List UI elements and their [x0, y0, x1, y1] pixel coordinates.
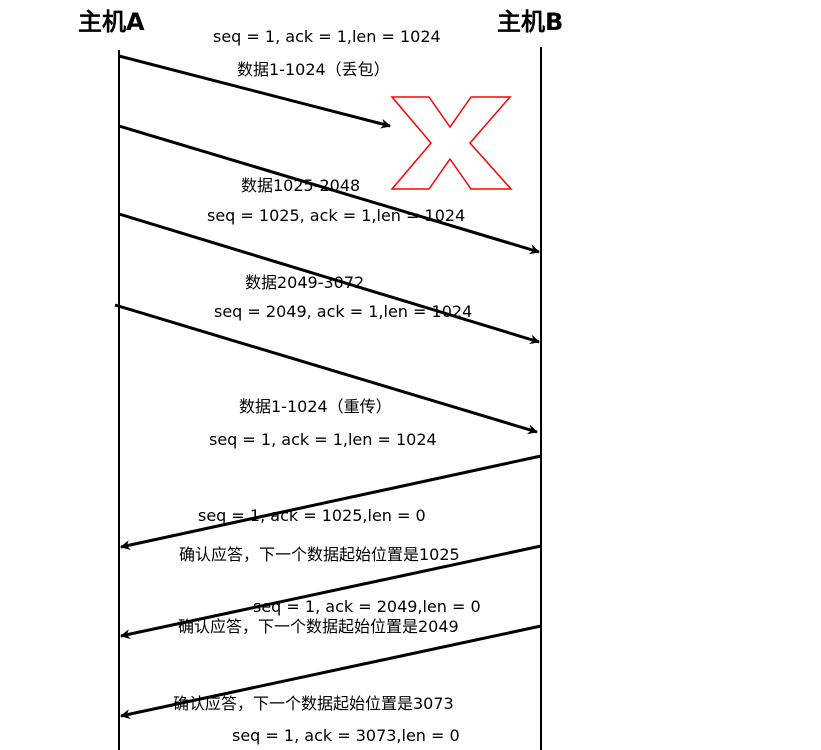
ack-1-arrow [120, 454, 542, 550]
message-3-seq-label: seq = 2049, ack = 1,len = 1024 [214, 302, 472, 321]
ack-3-seq-label: seq = 1, ack = 3073,len = 0 [232, 726, 460, 745]
host-a-title: 主机A [78, 8, 145, 36]
message-3-desc: 数据2049-3072 [245, 273, 364, 292]
message-1-arrow-lost [118, 54, 391, 129]
message-2-desc: 数据1025-2048 [241, 176, 360, 195]
ack-2-seq-label: seq = 1, ack = 2049,len = 0 [253, 597, 481, 616]
message-1-seq-label: seq = 1, ack = 1,len = 1024 [213, 27, 441, 46]
host-b-title: 主机B [497, 8, 563, 36]
red-x-mark-icon [390, 96, 513, 190]
ack-2-arrow [120, 544, 542, 640]
message-2-arrow [118, 124, 540, 255]
message-4-desc: 数据1-1024（重传） [239, 397, 392, 416]
message-1-desc: 数据1-1024（丢包） [237, 60, 390, 79]
ack-2-desc: 确认应答，下一个数据起始位置是2049 [178, 617, 459, 636]
message-3-arrow [118, 212, 540, 345]
message-4-arrow-retransmit [114, 303, 538, 435]
ack-3-desc: 确认应答，下一个数据起始位置是3073 [173, 694, 454, 713]
ack-1-desc: 确认应答，下一个数据起始位置是1025 [179, 545, 460, 564]
ack-1-seq-label: seq = 1, ack = 1025,len = 0 [198, 506, 426, 525]
ack-3-arrow [120, 624, 542, 720]
message-2-seq-label: seq = 1025, ack = 1,len = 1024 [207, 206, 465, 225]
message-4-seq-label: seq = 1, ack = 1,len = 1024 [209, 430, 437, 449]
